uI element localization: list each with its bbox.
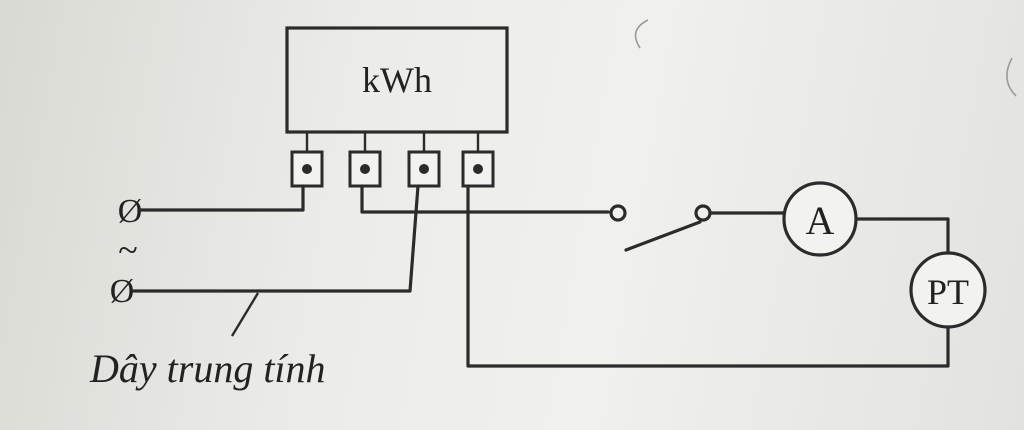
neutral-wire-label: Dây trung tính <box>89 346 326 391</box>
source-terminal-top: Ø <box>118 193 143 230</box>
meter-terminal-4 <box>461 150 495 188</box>
load-pt-label: PT <box>927 272 969 312</box>
wire-neutral-in <box>132 184 420 293</box>
meter-terminal-2 <box>348 150 382 188</box>
wire-phase-in <box>138 184 305 212</box>
ac-symbol: ~ <box>118 230 137 270</box>
wire-neutral-out <box>466 184 950 368</box>
kwh-meter-box <box>285 26 509 134</box>
neutral-pointer-line <box>230 292 260 337</box>
meter-terminal-3 <box>407 150 441 188</box>
source-terminal-bottom: Ø <box>110 273 135 310</box>
page-mark <box>634 19 649 49</box>
kwh-meter-label: kWh <box>362 60 432 100</box>
load-pt-circle <box>909 251 987 329</box>
ammeter-label: A <box>806 198 835 243</box>
switch-lever <box>624 220 702 252</box>
switch-contact-left <box>609 204 627 222</box>
page-mark <box>1006 57 1017 97</box>
switch-contact-right <box>694 204 712 222</box>
wire-ammeter-load <box>854 217 950 256</box>
meter-terminal-1 <box>290 150 324 188</box>
wire-phase-out <box>360 184 610 214</box>
